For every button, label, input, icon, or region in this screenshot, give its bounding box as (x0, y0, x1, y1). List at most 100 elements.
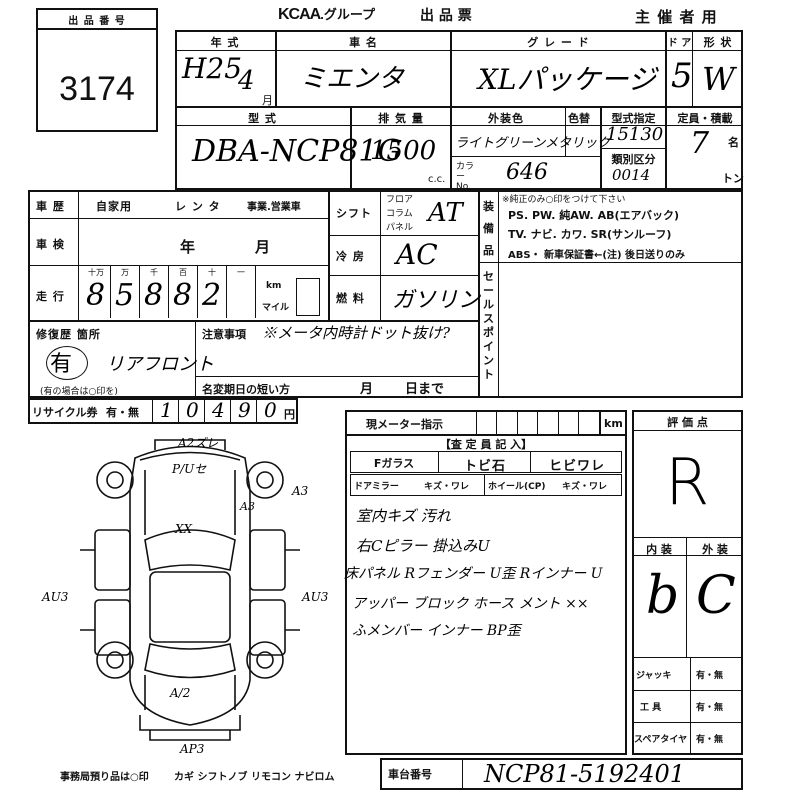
grade-label: グ レ ー ド (527, 36, 590, 49)
meter-digit-cell (477, 410, 497, 434)
wheel-opts: キズ・ワレ (562, 482, 608, 492)
car-damage-diagram (80, 439, 300, 741)
meter-label: 現メーター指示 (366, 418, 443, 431)
diagram-mark-4: XX (175, 522, 193, 536)
grade-value: XLパッケージ (478, 63, 656, 96)
deadline-day-unit: 日まで (405, 382, 445, 397)
mileage-unit-label: 十万 (88, 268, 104, 277)
mileage-unit-label: 万 (121, 268, 129, 277)
mileage-digit: 5 (115, 278, 135, 313)
repair-value-mark: 有 (50, 352, 73, 377)
fuel-value: ガソリン (392, 288, 481, 313)
diagram-mark-5: A3 (240, 500, 255, 513)
mirror-opts: キズ・ワレ (424, 482, 470, 492)
mileage-mile: マイル (262, 303, 290, 313)
year-label: 年 式 (210, 36, 240, 49)
inspector-note-1: 室内キズ 汚れ (356, 507, 451, 525)
mileage-cell: 一 (227, 266, 256, 318)
shift-floor: フロア (386, 195, 414, 205)
repair-label: 修復歴 箇所 (36, 328, 101, 341)
meter-digit-cell (580, 410, 600, 434)
organizer-label: 主 催 者 用 (635, 8, 718, 26)
history-rental: レ ン タ (175, 200, 221, 213)
color-change-label: 色替 (568, 112, 590, 125)
history-label: 車 歴 (36, 200, 65, 213)
meter-digit-cell (518, 410, 538, 434)
recycle-opts: 有・無 (106, 406, 139, 419)
inspection-year-unit: 年 (180, 238, 197, 256)
crack-label: ヒビワレ (548, 459, 605, 474)
deadline-label: 名変期日の短い方 (202, 383, 290, 396)
doors-label: ド ア (667, 38, 692, 49)
class-label: 類別区分 (611, 153, 656, 166)
footer-items: カギ シフトノブ リモコン ナビロム (174, 772, 335, 783)
chassis-value: NCP81-5192401 (484, 760, 686, 788)
displacement-label: 排 気 量 (378, 112, 424, 125)
mileage-extra-box (296, 278, 320, 316)
inspection-panel (345, 410, 627, 755)
displacement-unit: c.c. (428, 174, 446, 185)
sales-point-label: セールスポイント (483, 270, 495, 381)
ac-value: AC (396, 238, 438, 271)
mileage-digit: 8 (144, 278, 164, 313)
meter-unit: km (604, 417, 623, 430)
capacity-value: 7 (690, 126, 710, 161)
car-name-label: 車 名 (349, 36, 378, 49)
sheet-title: 出 品 票 (420, 8, 472, 24)
color-number-label: カラー No. (456, 162, 475, 192)
exterior-label: 外 装 (702, 543, 728, 556)
inspector-note-3: 床パネル Rフェンダー U歪 Rインナー U (344, 566, 603, 582)
inspector-header: 【査 定 員 記 入】 (439, 438, 533, 451)
equipment-label: 装 備 品 (483, 200, 495, 257)
type-designation-label: 型式指定 (611, 112, 656, 125)
fuel-label: 燃 料 (336, 292, 365, 305)
ton-unit: トン (722, 172, 744, 185)
history-commercial: 事業.営業車 (247, 202, 301, 213)
tool-spare-opts: 有・無 (696, 735, 724, 745)
recycle-digit-cell: 1 (152, 398, 178, 424)
deadline-month-unit: 月 (360, 382, 375, 397)
diagram-mark-9: AP3 (180, 742, 205, 756)
lot-number: 3174 (59, 70, 135, 108)
car-name-value: ミエンタ (300, 64, 405, 94)
recycle-digit: 1 (160, 398, 173, 422)
diagram-mark-7: AU3 (302, 590, 329, 604)
chassis-label: 車台番号 (388, 768, 432, 781)
mileage-digit: 8 (86, 278, 106, 313)
color-value: ライトグリーンメタリック (455, 136, 610, 151)
middle-table (28, 190, 743, 398)
diagram-mark-6: AU3 (42, 590, 69, 604)
color-label: 外装色 (488, 112, 524, 125)
logo: KCAA.グループ (278, 6, 376, 23)
glass-label: Fガラス (373, 457, 415, 470)
interior-label: 内 装 (646, 543, 672, 556)
month-value: 4 (238, 66, 255, 96)
tool-jack-label: ジャッキ (636, 671, 672, 681)
capacity-unit: 名 (728, 136, 739, 149)
score-value: R (665, 446, 710, 520)
model-label: 型 式 (248, 112, 277, 125)
mileage-unit-label: 十 (208, 268, 216, 277)
type-designation-value: 15130 (606, 124, 664, 145)
equipment-note: ※純正のみ○印をつけて下さい (502, 195, 626, 205)
diagram-mark-2: P/Uセ (172, 462, 207, 476)
displacement-value: 1500 (370, 136, 437, 166)
recycle-digit: 0 (186, 398, 199, 422)
recycle-digit-cell: 0 (178, 398, 204, 424)
shape-label: 形 状 (703, 36, 733, 49)
notes-value: ※メータ内時計ドット抜け? (262, 324, 451, 342)
recycle-digit-cell: 4 (204, 398, 230, 424)
month-unit: 月 (262, 94, 273, 107)
recycle-digit-cell: 9 (230, 398, 256, 424)
recycle-digit: 0 (264, 398, 277, 422)
recycle-unit: 円 (284, 408, 295, 421)
shift-value: AT (428, 198, 463, 228)
diagram-mark-8: A/2 (170, 686, 191, 700)
exterior-value: C (696, 566, 736, 626)
score-label: 評 価 点 (667, 416, 708, 429)
lot-number-label: 出 品 番 号 (68, 16, 126, 27)
chassis-box (380, 758, 743, 790)
